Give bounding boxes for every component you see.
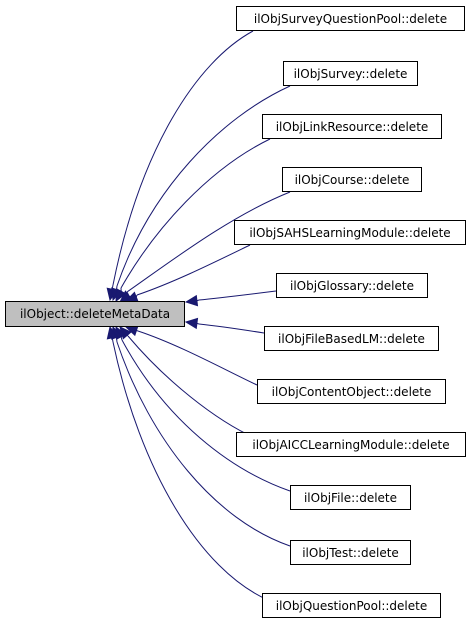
caller-node-glossary[interactable]: ilObjGlossary::delete xyxy=(276,273,428,298)
edge-connector xyxy=(196,299,200,302)
edge-connector xyxy=(111,337,114,343)
call-edge xyxy=(120,138,271,289)
edge-arrowhead xyxy=(106,325,119,340)
caller-node-course[interactable]: ilObjCourse::delete xyxy=(282,167,422,192)
caller-node-label: ilObjFile::delete xyxy=(303,490,398,505)
edge-connector xyxy=(196,322,200,325)
caller-node-survey[interactable]: ilObjSurvey::delete xyxy=(283,61,418,86)
call-edge xyxy=(126,191,291,293)
caller-node-link-resource[interactable]: ilObjLinkResource::delete xyxy=(262,114,442,139)
caller-node-label: ilObjSurveyQuestionPool::delete xyxy=(253,11,448,26)
caller-node-label: ilObjTest::delete xyxy=(302,545,399,560)
caller-node-label: ilObjLinkResource::delete xyxy=(275,119,429,134)
caller-node-label: ilObjContentObject::delete xyxy=(271,384,432,399)
edge-connector xyxy=(115,337,118,343)
caller-node-label: ilObjQuestionPool::delete xyxy=(275,598,428,613)
caller-node-label: ilObjCourse::delete xyxy=(294,172,410,187)
call-edge xyxy=(112,341,269,601)
call-edge xyxy=(198,323,265,334)
edge-connector xyxy=(136,330,139,332)
call-edge xyxy=(112,30,254,286)
call-edge xyxy=(116,85,291,287)
caller-node-label: ilObjSAHSLearningModule::delete xyxy=(249,225,451,240)
caller-node-file-based-lm[interactable]: ilObjFileBasedLM::delete xyxy=(264,326,439,351)
caller-node-file[interactable]: ilObjFile::delete xyxy=(290,485,411,510)
call-edge xyxy=(198,290,277,301)
caller-node-survey-question-pool[interactable]: ilObjSurveyQuestionPool::delete xyxy=(236,6,465,31)
caller-node-test[interactable]: ilObjTest::delete xyxy=(290,540,411,565)
edge-connector xyxy=(126,334,129,337)
call-edge xyxy=(116,341,291,547)
call-edge xyxy=(127,335,256,439)
caller-node-label: ilObjGlossary::delete xyxy=(290,278,414,293)
call-edge xyxy=(137,330,258,386)
root-node: ilObject::deleteMetaData xyxy=(5,301,185,327)
caller-node-question-pool[interactable]: ilObjQuestionPool::delete xyxy=(262,593,441,618)
edge-connector xyxy=(120,336,123,341)
caller-node-label: ilObjAICCLearningModule::delete xyxy=(252,437,450,452)
root-node-label: ilObject::deleteMetaData xyxy=(19,307,171,321)
edge-connector xyxy=(135,294,138,298)
caller-node-aicc-learning-module[interactable]: ilObjAICCLearningModule::delete xyxy=(236,432,466,457)
caller-node-label: ilObjSurvey::delete xyxy=(293,66,408,81)
call-edge xyxy=(121,339,291,492)
edge-arrowhead xyxy=(184,317,199,330)
caller-node-label: ilObjFileBasedLM::delete xyxy=(278,331,425,346)
edge-connector xyxy=(126,291,130,296)
caller-node-sahs-learning-module[interactable]: ilObjSAHSLearningModule::delete xyxy=(234,220,466,245)
edge-arrowhead xyxy=(184,294,199,307)
call-edge xyxy=(136,244,251,296)
caller-node-content-object[interactable]: ilObjContentObject::delete xyxy=(257,379,446,404)
